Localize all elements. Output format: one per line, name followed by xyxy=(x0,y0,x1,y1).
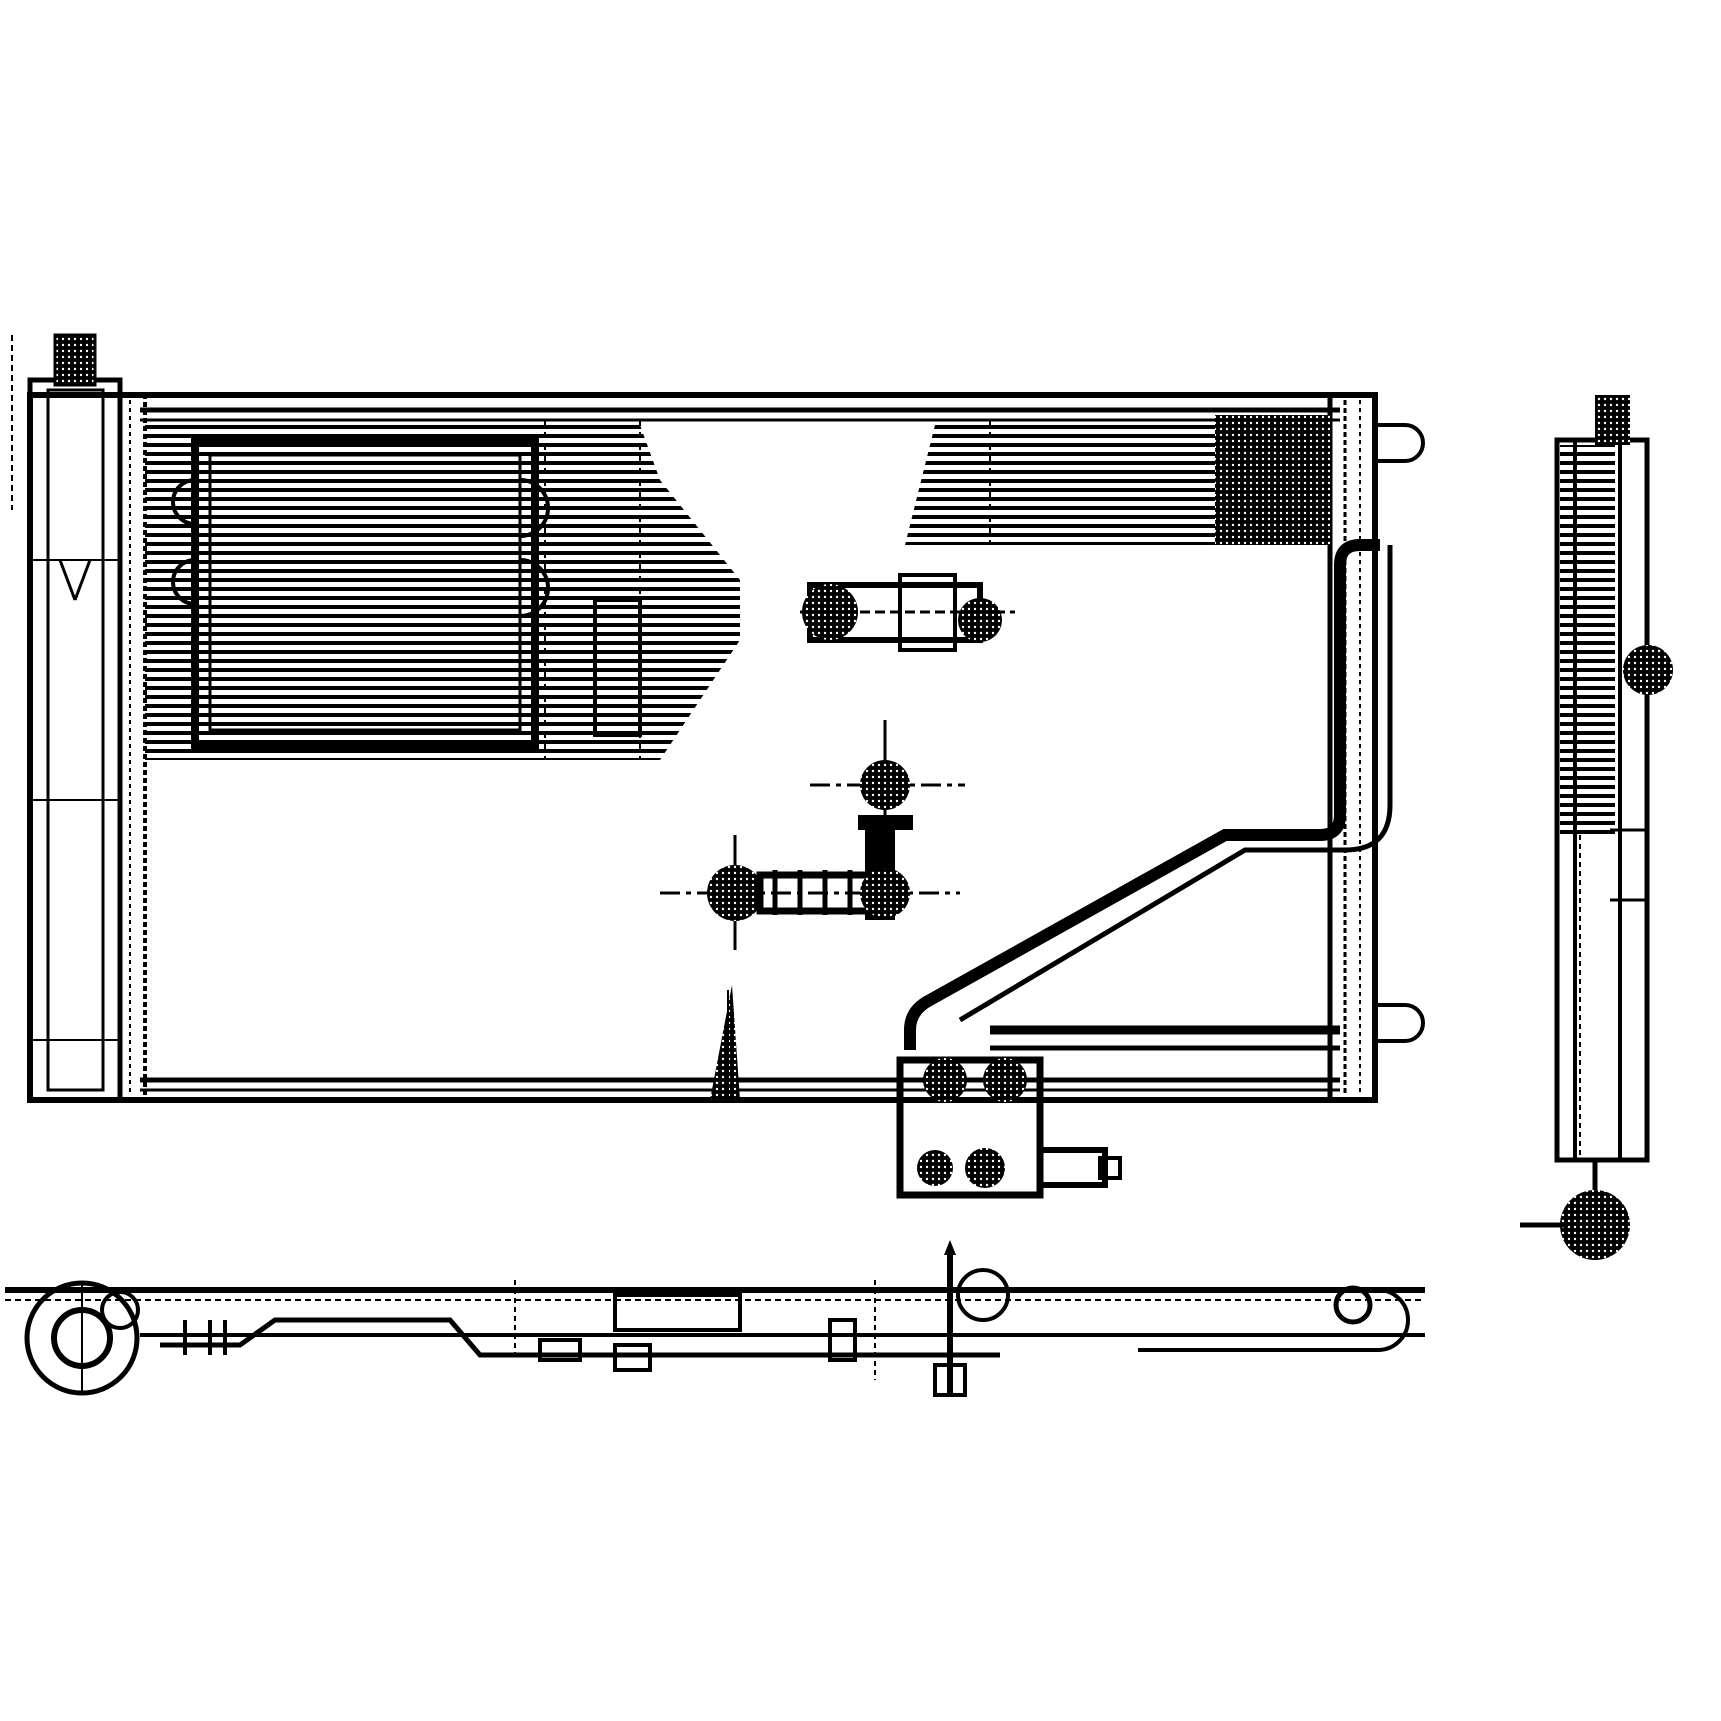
mounting-bracket xyxy=(710,985,740,1100)
side-view xyxy=(1520,395,1673,1260)
bottom-view xyxy=(5,1240,1425,1397)
refrigerant-pipe-middle xyxy=(660,830,960,950)
cooling-fins-upper-left xyxy=(145,425,740,760)
right-header-tank xyxy=(1327,392,1425,1103)
connection-block xyxy=(896,1056,1122,1199)
pressure-switch-fitting xyxy=(800,573,1015,652)
left-header-tank xyxy=(118,393,147,1102)
cooling-fins-upper-right xyxy=(905,415,1330,545)
front-view xyxy=(11,333,1425,1199)
refrigerant-pipe-diagonal xyxy=(904,539,1393,1051)
sensor-fitting-centerline xyxy=(810,720,965,830)
receiver-dryer-left xyxy=(11,333,123,1103)
